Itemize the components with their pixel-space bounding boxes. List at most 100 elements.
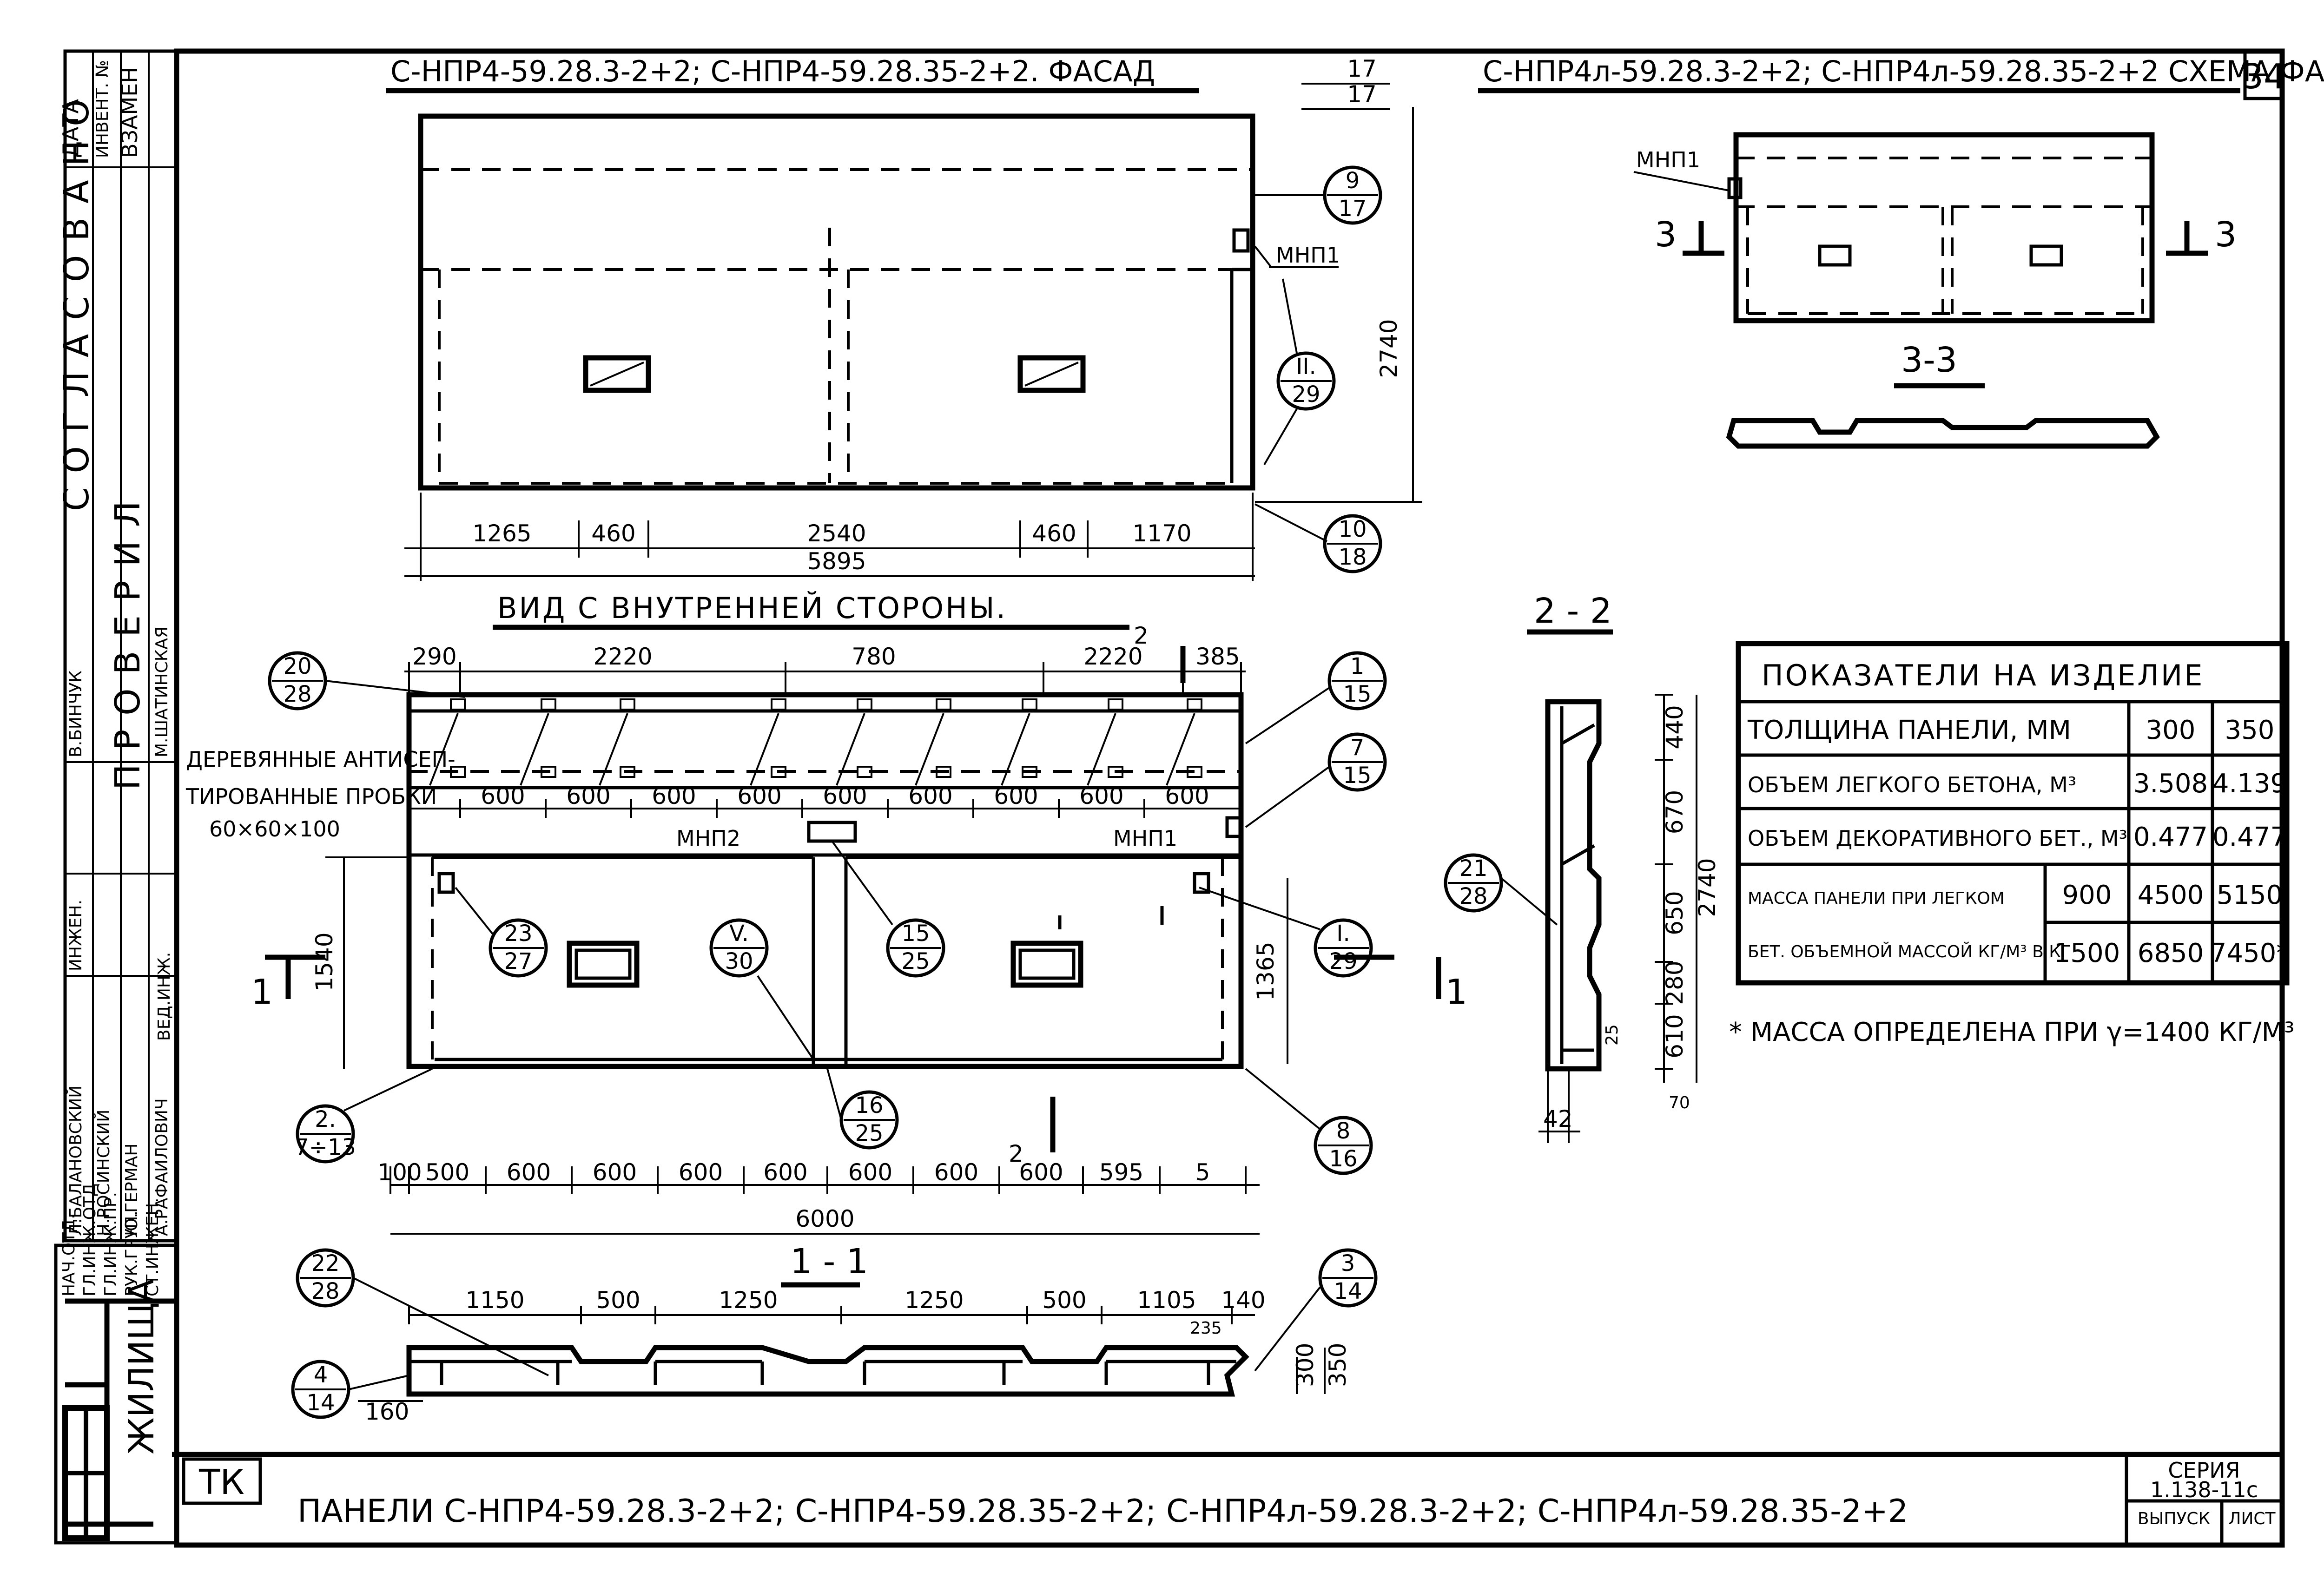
sheet-label: ЛИСТ bbox=[2228, 1509, 2276, 1528]
plug-top-0 bbox=[450, 698, 466, 710]
scheme-panel bbox=[1727, 132, 2155, 323]
section-2-2-dim-25: 25 bbox=[1603, 1024, 1622, 1046]
inner-height-1365: 1365 bbox=[1252, 941, 1279, 1000]
facade-total-dim: 5895 bbox=[807, 548, 866, 575]
plug-note-3: 60×60×100 bbox=[209, 816, 340, 842]
inner-total-6000: 6000 bbox=[795, 1205, 854, 1232]
plug-leader-3 bbox=[750, 713, 779, 786]
plug-spacing-5: 600 bbox=[908, 783, 952, 809]
indicators-row-4-v2: 7450* bbox=[2210, 938, 2290, 968]
name-rosinsky: Н.РОСИНСКИЙ bbox=[94, 1110, 113, 1236]
plug-spacing-1: 600 bbox=[566, 783, 610, 809]
section-1-1-dim-160: 160 bbox=[365, 1398, 409, 1425]
callout-1-15: 115 bbox=[1245, 651, 1387, 744]
callout-1-15-top: 1 bbox=[1350, 653, 1365, 679]
plug-leader-1 bbox=[520, 713, 549, 786]
sec-callout-3-14-top: 3 bbox=[1341, 1250, 1355, 1276]
indicators-row-2-label: ОБЪЕМ ДЕКОРАТИВНОГО БЕТ., М³ bbox=[1748, 826, 2127, 851]
bottom-dim-9: 595 bbox=[1099, 1159, 1143, 1186]
indicators-row-4-label: БЕТ. ОБЪЕМНОЙ МАССОЙ КГ/М³ В КГ bbox=[1748, 942, 2071, 961]
sec-callout-4-14-bottom: 14 bbox=[306, 1390, 335, 1416]
facade-mark: МНП1 bbox=[1276, 243, 1340, 268]
left-stamp-strip bbox=[54, 49, 178, 1545]
facade-dim-1265: 1265 bbox=[472, 520, 531, 547]
inner-mark-mnp1: МНП1 bbox=[1113, 826, 1177, 851]
bottom-dim-0: 100 bbox=[377, 1159, 422, 1186]
name-rafailovich: А.РАФАИЛОВИЧ bbox=[152, 1098, 172, 1236]
callout-1-15-bottom: 15 bbox=[1343, 681, 1371, 707]
bottom-dim-1: 500 bbox=[425, 1159, 469, 1186]
issue-label: ВЫПУСК bbox=[2138, 1509, 2210, 1528]
inner-section-mark-2: 2 bbox=[1134, 622, 1149, 649]
sec-callout-3-14-bottom: 14 bbox=[1334, 1278, 1362, 1304]
plug-top-8 bbox=[1187, 698, 1202, 710]
section-1-1-dim-235: 235 bbox=[1190, 1319, 1222, 1338]
section-2-2-profile bbox=[1545, 699, 1602, 1072]
section-2-2-dim-70: 70 bbox=[1669, 1093, 1690, 1112]
callout-15-25-bottom: 25 bbox=[901, 948, 930, 974]
plug-top-4 bbox=[857, 698, 872, 710]
inner-section-1-right: 1 bbox=[1446, 972, 1467, 1012]
inner-top-dim-780: 780 bbox=[852, 643, 896, 670]
inner-top-dim-290: 290 bbox=[412, 643, 456, 670]
sec-dim-5: 1105 bbox=[1137, 1287, 1196, 1314]
sec22-dim-2: 650 bbox=[1661, 891, 1688, 935]
plug-markers bbox=[429, 698, 1202, 786]
role-ved: ВЕД.ИНЖ. bbox=[155, 952, 174, 1041]
callout-7-15: 715 bbox=[1245, 732, 1387, 828]
plug-mid-4 bbox=[857, 766, 872, 778]
facade-panel bbox=[418, 113, 1255, 491]
plug-top-5 bbox=[936, 698, 951, 710]
callout-23-27-top: 23 bbox=[504, 921, 532, 947]
plug-leader-7 bbox=[1087, 713, 1116, 786]
scheme-section-left: 3 bbox=[1655, 215, 1677, 255]
callout-8-16: 816 bbox=[1245, 1068, 1373, 1175]
sec22-dim-4: 610 bbox=[1661, 1014, 1688, 1058]
facade-dim-1170: 1170 bbox=[1132, 520, 1191, 547]
section-1-1-title: 1 - 1 bbox=[790, 1242, 868, 1282]
plug-spacing-3: 600 bbox=[737, 783, 781, 809]
svg-text:21: 21 bbox=[1459, 855, 1487, 882]
eng-label: ИНЖЕН. bbox=[66, 900, 86, 971]
inner-top-dim-2220a: 2220 bbox=[593, 643, 652, 670]
svg-text:10: 10 bbox=[1338, 516, 1367, 542]
plug-mid-5 bbox=[936, 766, 951, 778]
plug-mid-7 bbox=[1108, 766, 1123, 778]
role-ruk: РУК.ГРУП. bbox=[122, 1210, 141, 1296]
callout-I-29: I.29 bbox=[1199, 887, 1373, 978]
scheme-title: С-НПР4л-59.28.3-2+2; С-НПР4л-59.28.35-2+… bbox=[1483, 54, 2324, 88]
section-2-2-title: 2 - 2 bbox=[1534, 591, 1612, 631]
series-value: 1.138-11с bbox=[2150, 1477, 2258, 1502]
sec22-dim-3: 280 bbox=[1661, 960, 1688, 1005]
indicators-row-3-mid: 900 bbox=[2062, 880, 2112, 910]
sec-dim-6: 140 bbox=[1221, 1287, 1265, 1314]
callout-2-7-13-top: 2. bbox=[315, 1106, 336, 1132]
facade-dim-460b: 460 bbox=[1032, 520, 1076, 547]
indicators-row-3-v2: 5150 bbox=[2217, 880, 2283, 910]
callout-23-27-bottom: 27 bbox=[504, 948, 532, 974]
callout-8-16-top: 8 bbox=[1336, 1118, 1351, 1144]
callout-7-15-top: 7 bbox=[1350, 735, 1365, 761]
plug-note-1: ДЕРЕВЯННЫЕ АНТИСЕП- bbox=[186, 747, 456, 772]
facade-top-dim-2: 17 bbox=[1347, 81, 1377, 108]
sec-callout-22-28-bottom: 28 bbox=[311, 1278, 339, 1304]
indicators-row-3-v1: 4500 bbox=[2138, 880, 2204, 910]
scheme-section-profile bbox=[1726, 418, 2160, 449]
inner-mark-mnp2: МНП2 bbox=[676, 826, 740, 851]
plug-mid-1 bbox=[541, 766, 556, 778]
name-binchuk: В.БИНЧУК bbox=[66, 671, 86, 757]
plug-leader-8 bbox=[1166, 713, 1195, 786]
sec-dim-0: 1150 bbox=[465, 1287, 524, 1314]
indicators-row-4-v1: 6850 bbox=[2138, 938, 2204, 968]
callout-I-29-top: I. bbox=[1336, 921, 1350, 947]
callout-2-7-13: 2.7÷13 bbox=[295, 1068, 433, 1164]
header-cell-replace: ВЗАМЕН bbox=[117, 67, 142, 158]
